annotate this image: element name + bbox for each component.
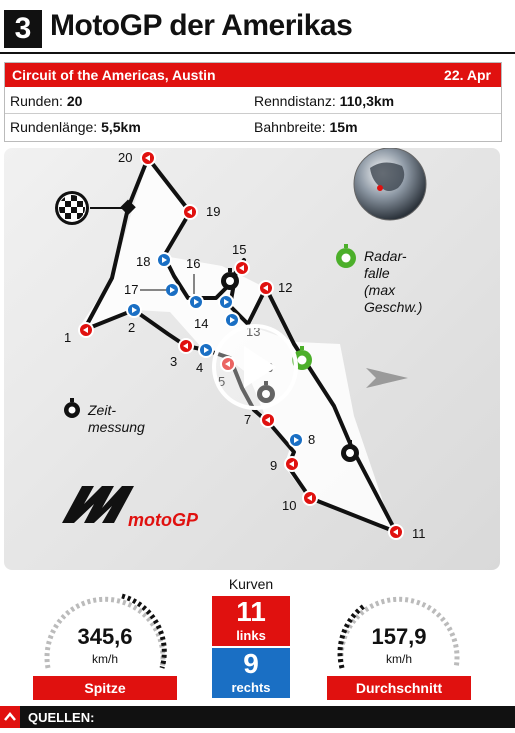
turn-label: 16 [186,256,201,271]
play-icon [244,346,276,388]
track-outline [82,156,398,534]
turn-marker-left-icon [260,412,276,428]
turn-marker-left-icon [388,524,404,540]
turn-marker-left-icon [302,490,318,506]
expand-sources-button[interactable] [0,706,20,728]
turn-marker-left-icon [258,280,274,296]
timing-legend-icon [64,398,80,418]
track-map: motoGP 20 19 18 17 16 15 14 13 12 11 10 … [4,148,500,570]
turn-label: 14 [194,316,209,331]
turn-label: 2 [128,320,136,335]
distance-value: 110,3km [339,93,395,109]
turn-label: 10 [282,498,297,513]
turn-label: 17 [124,282,139,297]
timing-label: Zeit- messung [88,402,145,435]
turn-marker-right-icon [218,294,234,310]
avg-speed-value: 157,9 [371,624,427,649]
laps-row: Runden: 20 [10,93,82,109]
lap-length-row: Rundenlänge: 5,5km [10,119,141,135]
checkered-flag-icon [55,191,89,225]
play-video-button[interactable] [212,324,298,410]
turn-marker-left-icon [182,204,198,220]
left-turns-label: links [236,628,266,643]
page-title: MotoGP der Amerikas [50,9,353,42]
avg-speed-label: Durchschnitt [327,676,471,700]
turn-marker-right-icon [164,282,180,298]
avg-speed-unit: km/h [385,652,412,666]
avg-speed-gauge [337,596,460,669]
turn-label: 1 [64,330,72,345]
lap-length-label: Rundenlänge: [10,119,98,135]
left-turns-count: 11 [236,596,266,627]
turn-label: 12 [278,280,293,295]
circuit-name: Circuit of the Americas, Austin [12,67,216,83]
turn-marker-left-icon [284,456,300,472]
turn-label: 3 [170,354,178,369]
track-width-label: Bahnbreite: [254,119,326,135]
turn-marker-right-icon [288,432,304,448]
right-turns-box: 9 rechts [212,648,290,698]
turn-label: 7 [244,412,252,427]
header-divider [0,52,515,54]
turn-marker-left-icon [178,338,194,354]
race-date: 22. Apr [444,67,491,83]
track-width-value: 15m [329,119,358,135]
motogp-logo-text: motoGP [128,510,199,530]
turn-marker-left-icon [78,322,94,338]
top-speed-gauge [44,593,167,669]
curves-title: Kurven [228,576,274,592]
turn-marker-left-icon [140,150,156,166]
circuit-info-box: Circuit of the Americas, Austin 22. Apr … [4,62,502,142]
lap-length-value: 5,5km [101,119,141,135]
race-number-badge: 3 [4,10,42,48]
globe-icon [353,148,427,221]
turn-label: 9 [270,458,278,473]
top-speed-unit: km/h [91,652,118,666]
motogp-logo: motoGP [62,486,199,530]
distance-row: Renndistanz: 110,3km [254,93,394,109]
turn-label: 18 [136,254,151,269]
top-speed-label: Spitze [33,676,177,700]
turn-label: 15 [232,242,247,257]
turn-label: 4 [196,360,204,375]
turn-marker-right-icon [188,294,204,310]
turn-marker-right-icon [156,252,172,268]
sources-bar[interactable]: QUELLEN: [0,706,515,728]
turn-label: 8 [308,432,316,447]
direction-arrow-icon [366,368,408,388]
top-speed-value: 345,6 [77,624,133,649]
radar-trap-label: Radar- falle (max Geschw.) [364,248,423,315]
right-turns-count: 9 [243,648,259,679]
turn-marker-right-icon [224,312,240,328]
radar-legend-icon [336,244,356,268]
right-turns-label: rechts [231,680,271,695]
turn-label: 20 [118,150,133,165]
circuit-info-bar: Circuit of the Americas, Austin 22. Apr [5,63,501,87]
turn-label: 19 [206,204,221,219]
laps-value: 20 [66,93,83,109]
turn-label: 11 [412,526,426,541]
info-divider [5,113,501,114]
laps-label: Runden: [10,93,63,109]
turn-marker-left-icon [234,260,250,276]
turn-marker-right-icon [198,342,214,358]
stopwatch-icon [221,268,239,290]
track-width-row: Bahnbreite: 15m [254,119,358,135]
chevron-up-icon [4,712,16,721]
stopwatch-icon [341,440,359,462]
turn-markers [78,150,404,540]
left-turns-box: 11 links [212,596,290,646]
finish-marker [120,199,136,216]
turn-marker-right-icon [126,302,142,318]
sources-label: QUELLEN: [28,710,95,725]
distance-label: Renndistanz: [254,93,336,109]
